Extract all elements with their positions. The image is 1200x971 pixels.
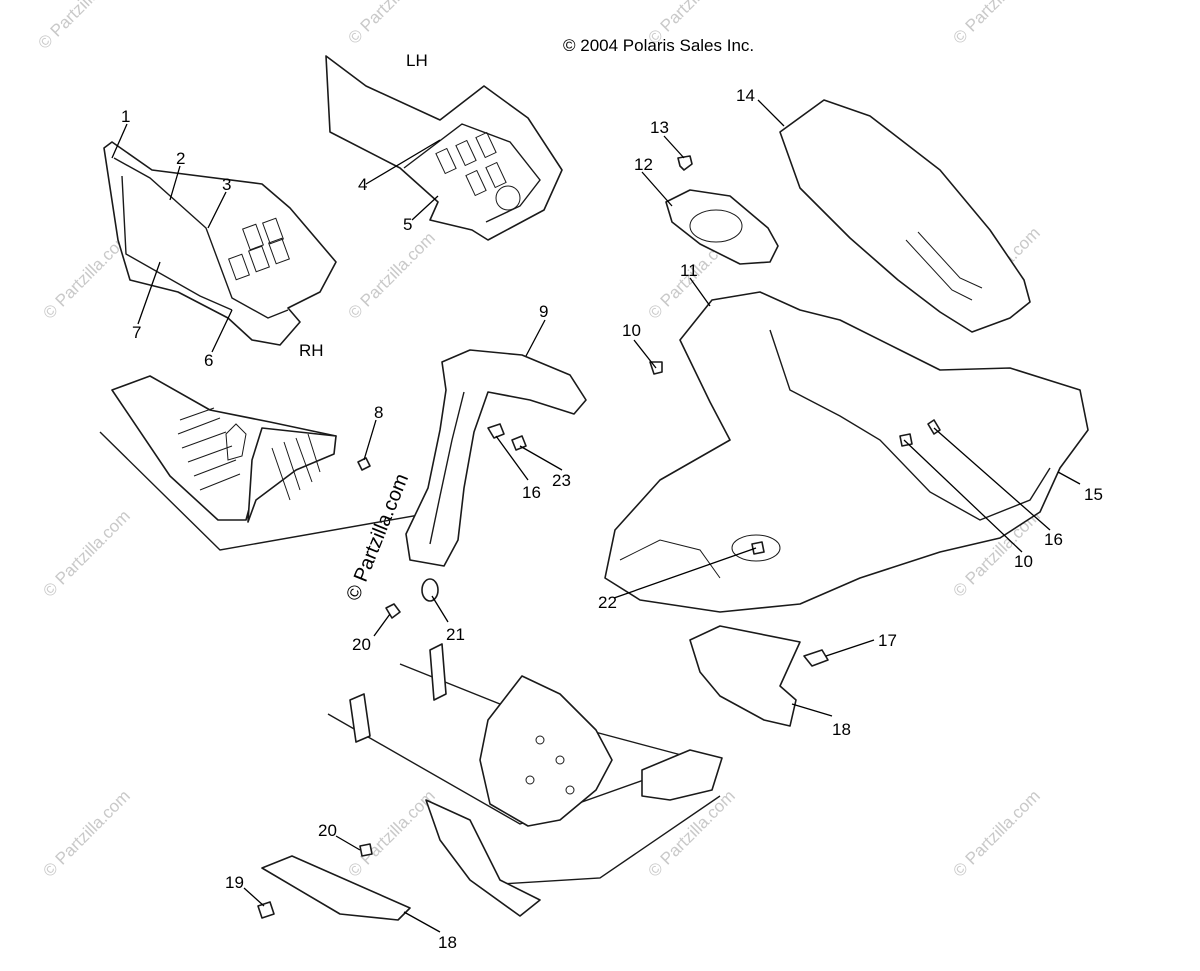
frame-left-bracket	[349, 693, 371, 743]
fender-flare-assembly	[405, 349, 587, 567]
lh-footwell-hole	[495, 185, 521, 211]
lh-footwell-assembly	[325, 55, 563, 241]
callout-5: 5	[403, 215, 412, 234]
footrest-treads	[177, 407, 321, 501]
watermark: © Partzilla.com	[34, 0, 128, 53]
callout-7: 7	[132, 323, 141, 342]
watermark: © Partzilla.com	[39, 786, 133, 880]
rh-footwell-panel-edge	[113, 157, 289, 319]
callout-12: 12	[634, 155, 653, 174]
grommet-22	[751, 541, 765, 555]
front-cab-assembly	[604, 99, 1089, 613]
callout-9: 9	[539, 302, 548, 321]
callout-15: 15	[1084, 485, 1103, 504]
callout-23: 23	[552, 471, 571, 490]
rear-seat-cowl	[779, 99, 1031, 333]
frame-assembly	[327, 643, 723, 917]
lh-footwell-grip-pads	[435, 131, 507, 197]
gas-cap-trim	[665, 189, 779, 265]
callout-21: 21	[446, 625, 465, 644]
callout-17: 17	[878, 631, 897, 650]
frame-rear-crossmember	[641, 749, 723, 801]
footrest-assembly	[99, 375, 437, 551]
watermark: © Partzilla.com	[949, 786, 1043, 880]
watermark: © Partzilla.com	[344, 228, 438, 322]
copyright-notice: © 2004 Polaris Sales Inc.	[563, 36, 754, 55]
watermark-center: © Partzilla.com	[342, 471, 413, 604]
screw-13	[677, 155, 693, 171]
fuel-tank-recess	[731, 534, 781, 562]
footrest-base-line	[99, 431, 437, 551]
callout-18-b: 18	[438, 933, 457, 952]
rh-footwell-assembly	[103, 141, 337, 346]
rh-footwell-inner-edge	[121, 175, 233, 311]
frame-center-plate	[479, 675, 613, 827]
callout-3: 3	[222, 175, 231, 194]
callout-10-b: 10	[1014, 552, 1033, 571]
side-panel-lower	[261, 855, 411, 921]
callout-18-a: 18	[832, 720, 851, 739]
watermark: © Partzilla.com	[344, 0, 438, 48]
callout-14: 14	[736, 86, 755, 105]
rear-seat-cowl-vent	[905, 231, 983, 301]
watermark: © Partzilla.com	[644, 786, 738, 880]
callout-10-a: 10	[622, 321, 641, 340]
clip-16-b	[487, 423, 505, 439]
callout-6: 6	[204, 351, 213, 370]
callout-1: 1	[121, 107, 130, 126]
rh-footwell-grip-pads	[228, 217, 290, 281]
side-panel-upper	[689, 625, 801, 727]
callout-13: 13	[650, 118, 669, 137]
rh-footwell-frame	[103, 141, 337, 346]
push-rivet-8	[357, 457, 371, 471]
leader-lines	[111, 99, 1081, 933]
fasteners	[257, 155, 941, 919]
fender-flare	[405, 349, 587, 567]
watermark: © Partzilla.com	[39, 506, 133, 600]
callout-22: 22	[598, 593, 617, 612]
callout-20-a: 20	[318, 821, 337, 840]
push-rivet-23	[511, 435, 527, 451]
frame-rail-left	[327, 713, 701, 825]
callout-16-a: 16	[1044, 530, 1063, 549]
rh-label: RH	[299, 341, 324, 360]
callout-8: 8	[374, 403, 383, 422]
nut-20-b	[359, 843, 373, 857]
gas-cap-opening	[689, 209, 743, 243]
screw-19	[257, 901, 275, 919]
footrest-rear-guard	[247, 427, 337, 523]
fuel-tank-inner-edge	[769, 329, 1051, 521]
callout-19: 19	[225, 873, 244, 892]
lh-label: LH	[406, 51, 428, 70]
fuel-tank-cover	[604, 291, 1089, 613]
watermark: © Partzilla.com	[949, 0, 1043, 48]
callout-11: 11	[680, 261, 698, 280]
callout-16-b: 16	[522, 483, 541, 502]
lh-footwell-panel	[325, 55, 563, 241]
callout-4: 4	[358, 175, 367, 194]
callout-2: 2	[176, 149, 185, 168]
callout-labels: 1 2 3 4 5 6 7 8 9 10 10 11 12 13 14 15 1…	[121, 86, 1103, 952]
callout-20-b: 20	[352, 635, 371, 654]
footrest-bracket	[225, 423, 247, 461]
fender-flare-crease	[429, 391, 465, 545]
frame-lower-tube	[425, 799, 541, 917]
watermark: © Partzilla.com	[344, 786, 438, 880]
push-rivet-17	[803, 649, 829, 667]
washer-21	[421, 578, 439, 602]
frame-front-bracket	[429, 643, 447, 701]
push-rivet-10-b	[899, 433, 913, 447]
